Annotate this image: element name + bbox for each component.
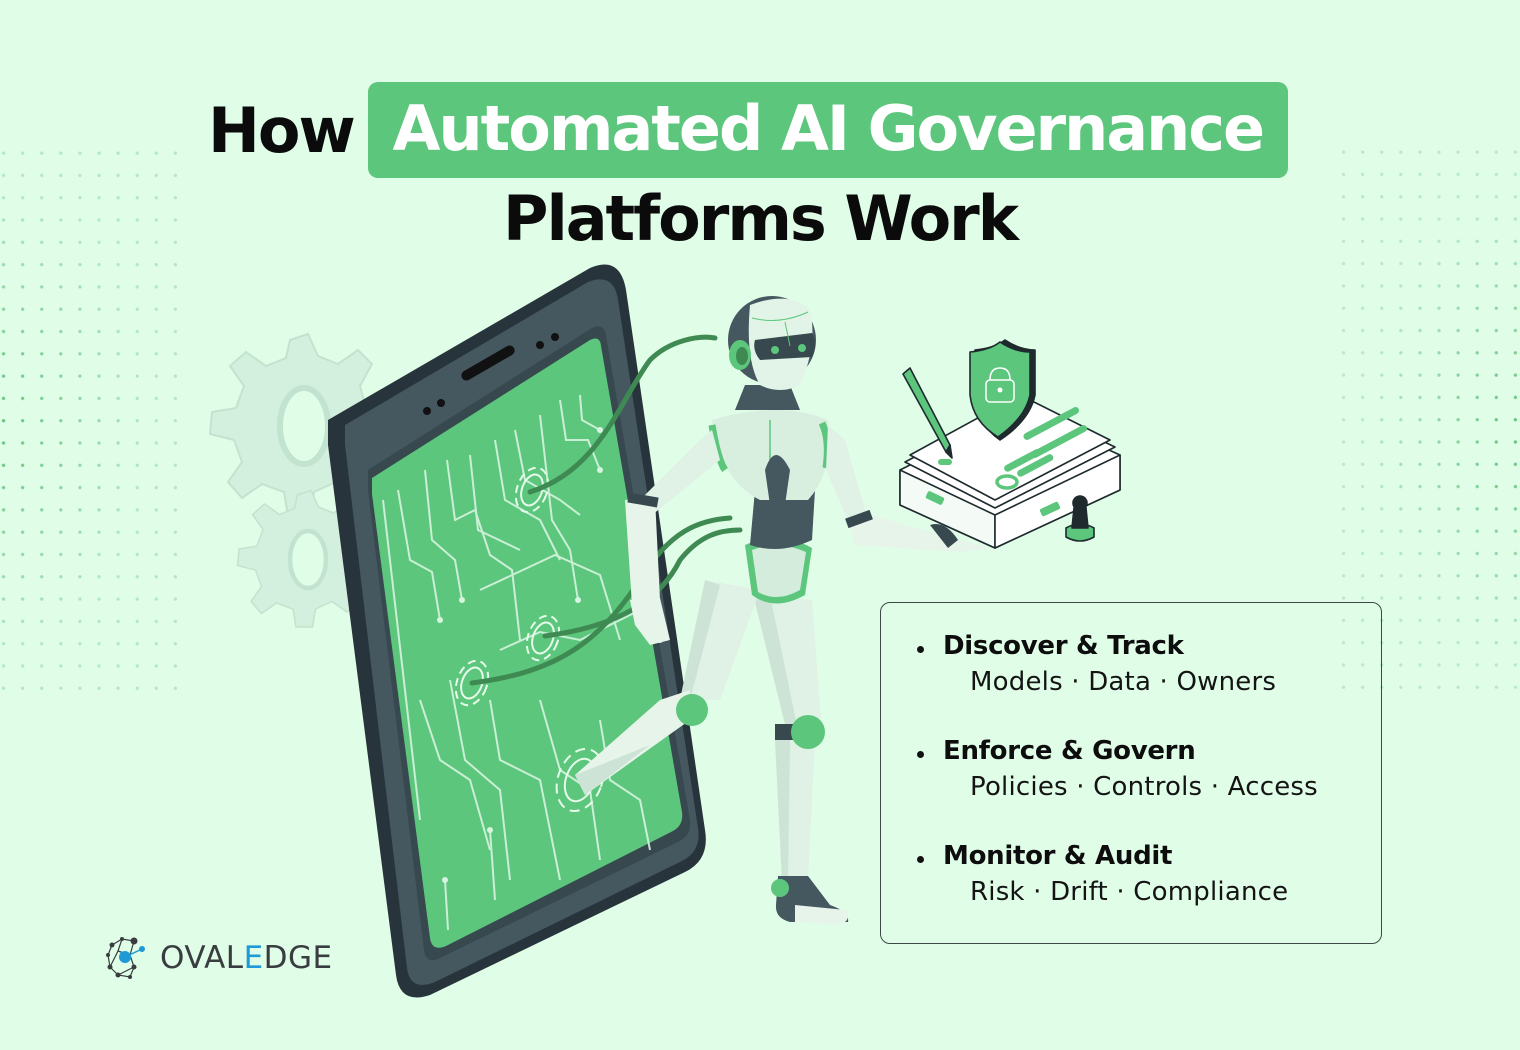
feature-heading: Monitor & Audit: [943, 841, 1173, 871]
document-stack-icon: [899, 339, 1121, 549]
logo-text-highlight: E: [243, 940, 264, 976]
page-title-line1: How Automated AI Governance: [208, 80, 1288, 180]
feature-heading: Enforce & Govern: [943, 736, 1196, 766]
robot-icon: [575, 296, 990, 925]
logo-text-part: OVAL: [160, 940, 244, 976]
features-card: Discover & Track Models · Data · Owners …: [880, 602, 1382, 944]
ovaledge-logo: OVALEDGE: [104, 935, 333, 981]
feature-details: Models · Data · Owners: [970, 667, 1277, 697]
dot-pattern-left: [0, 142, 185, 700]
bullet-icon: [917, 646, 924, 653]
logo-wordmark: OVALEDGE: [160, 940, 333, 976]
feature-heading: Discover & Track: [943, 631, 1184, 661]
bullet-icon: [917, 751, 924, 758]
logo-text-part: DGE: [263, 940, 333, 976]
network-node-icon: [106, 937, 145, 979]
feature-details: Policies · Controls · Access: [970, 772, 1318, 802]
page-title-line2: Platforms Work: [503, 182, 1019, 255]
bullet-icon: [917, 856, 924, 863]
title-prefix: How: [208, 93, 356, 167]
title-highlight: Automated AI Governance: [367, 82, 1288, 178]
smartphone-icon: [328, 264, 706, 998]
dot-pattern-right: [1334, 141, 1520, 699]
feature-details: Risk · Drift · Compliance: [970, 877, 1289, 907]
